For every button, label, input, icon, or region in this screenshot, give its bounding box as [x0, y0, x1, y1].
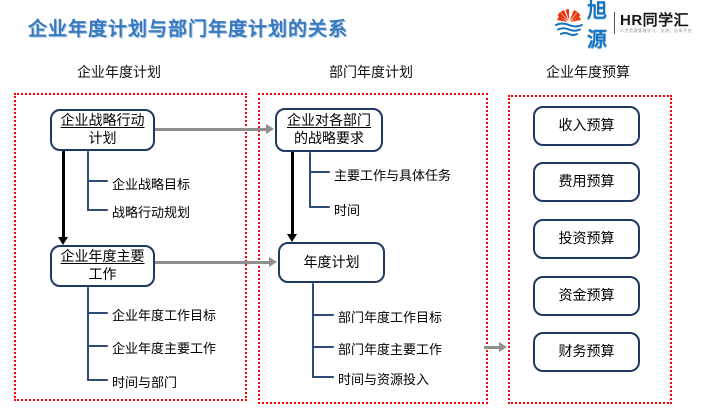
node-strategic-requirements: 企业对各部门 的战略要求 [275, 108, 383, 152]
node-label: 的战略要求 [294, 130, 364, 146]
tree-branch-line [87, 345, 108, 347]
column-header-department-plan: 部门年度计划 [329, 64, 413, 80]
dotted-region-enterprise-budget [508, 95, 672, 404]
tree-branch-line [312, 376, 334, 378]
node-label: 资金预算 [558, 287, 615, 304]
arrow-right-icon [266, 124, 274, 134]
node-annual-main-work: 企业年度主要 工作 [50, 245, 155, 287]
node-label: 企业年度主要 [60, 248, 145, 265]
node-label: 投资预算 [558, 230, 615, 247]
branch-label: 时间与部门 [112, 375, 178, 390]
tree-branch-line [312, 314, 334, 316]
branch-label: 主要工作与具体任务 [334, 168, 452, 183]
connector-gray-line [484, 346, 500, 349]
column-header-enterprise-budget: 企业年度预算 [546, 64, 630, 80]
node-income-budget: 收入预算 [533, 106, 640, 146]
node-investment-budget: 投资预算 [533, 219, 640, 259]
arrow-right-icon [269, 257, 277, 267]
sun-waves-icon [553, 8, 585, 38]
branch-label: 企业年度工作目标 [112, 308, 217, 323]
branch-label: 企业年度主要工作 [112, 341, 217, 356]
tree-branch-line [87, 180, 108, 182]
tree-trunk-line [309, 152, 311, 208]
branch-label: 时间与资源投入 [338, 372, 430, 387]
brand-divider [614, 12, 615, 34]
node-label: 企业对各部门 [287, 112, 371, 129]
tree-branch-line [87, 312, 108, 314]
arrow-down-icon [58, 237, 68, 245]
connector-vertical-line [291, 152, 294, 235]
tree-branch-line [309, 171, 330, 173]
node-label: 财务预算 [558, 343, 615, 360]
node-label: 收入预算 [558, 117, 615, 134]
node-financial-budget: 财务预算 [533, 332, 640, 372]
branch-label: 部门年度主要工作 [338, 342, 443, 357]
branch-label: 战略行动规划 [112, 205, 191, 220]
dotted-region-department-plan [258, 93, 488, 404]
branch-label: 部门年度工作目标 [338, 310, 443, 325]
node-label: 费用预算 [558, 173, 615, 190]
node-label: 企业战略行动 [60, 112, 145, 129]
arrow-down-icon [287, 234, 297, 242]
node-annual-plan: 年度计划 [278, 242, 385, 283]
node-expense-budget: 费用预算 [533, 162, 640, 202]
node-label: 计划 [88, 130, 117, 146]
node-strategy-action-plan: 企业战略行动 计划 [50, 109, 155, 151]
node-label: 工作 [88, 266, 117, 282]
dotted-region-enterprise-plan [14, 93, 247, 401]
tree-trunk-line [87, 287, 89, 381]
column-header-enterprise-plan: 企业年度计划 [77, 64, 161, 80]
tree-branch-line [309, 206, 330, 208]
branch-label: 企业战略目标 [112, 177, 191, 192]
logo: 旭源 HR同学汇 人力资源管理学习、交流、分享平台 [553, 0, 712, 51]
tree-branch-line [312, 346, 334, 348]
connector-gray-line [155, 128, 267, 131]
arrow-right-icon [499, 342, 507, 352]
connector-vertical-line [62, 151, 65, 238]
branch-label: 时间 [334, 203, 361, 218]
brand-hr-text: HR同学汇 [620, 11, 690, 29]
node-capital-budget: 资金预算 [533, 276, 640, 316]
brand-name: 旭源 [587, 0, 608, 51]
connector-gray-line [155, 261, 270, 264]
brand-tagline: 人力资源管理学习、交流、分享平台 [620, 28, 692, 33]
tree-trunk-line [312, 283, 314, 378]
page-title: 企业年度计划与部门年度计划的关系 [28, 19, 349, 40]
tree-branch-line [87, 379, 108, 381]
tree-branch-line [87, 209, 108, 211]
node-label: 年度计划 [303, 253, 360, 270]
